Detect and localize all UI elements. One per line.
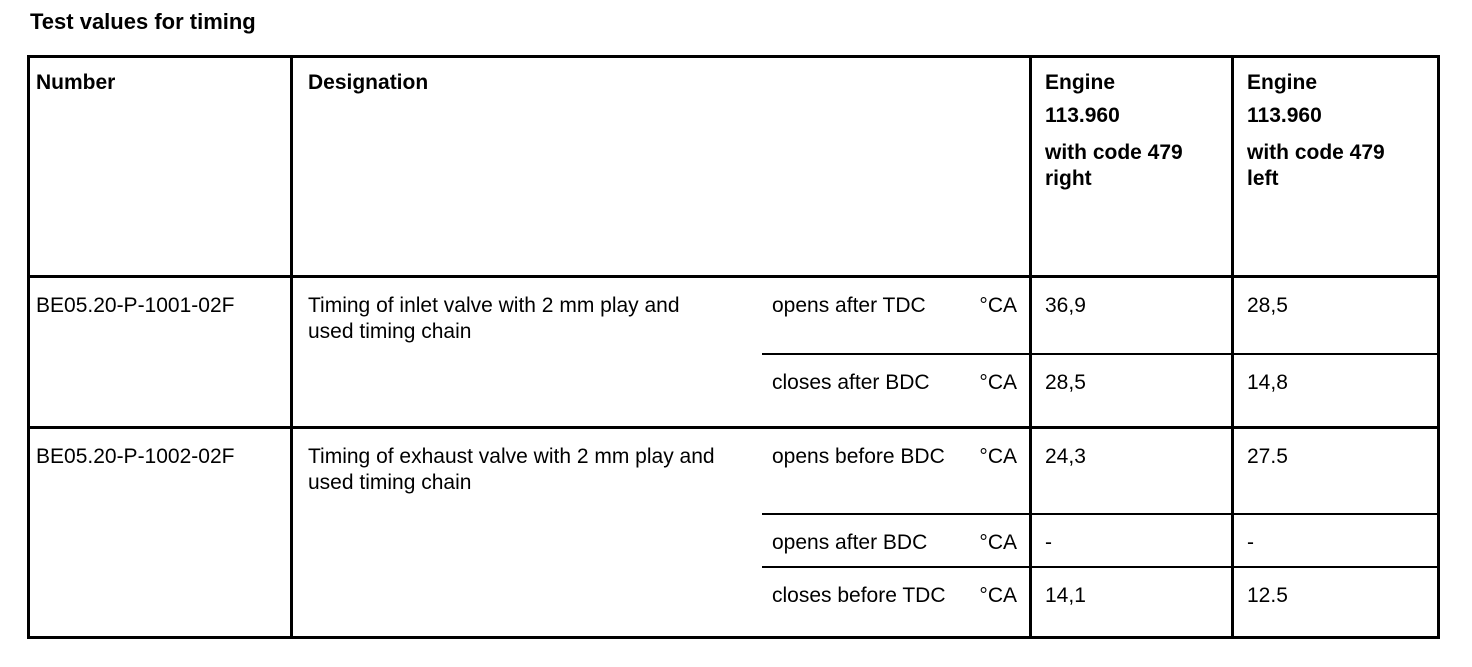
spec-condition-cell: opens before BDC °CA: [762, 426, 1032, 513]
value-engine-left: 12.5: [1234, 566, 1437, 636]
value-engine-right: 28,5: [1032, 353, 1234, 426]
value-engine-right: 24,3: [1032, 426, 1234, 513]
value-engine-right: 14,1: [1032, 566, 1234, 636]
value-engine-left: 28,5: [1247, 294, 1288, 317]
engine-header-line: left: [1247, 167, 1279, 190]
spec-condition-cell: opens after TDC °CA: [762, 278, 1032, 353]
row-number: BE05.20-P-1002-02F: [30, 426, 293, 636]
row-number: BE05.20-P-1001-02F: [30, 278, 293, 426]
timing-values-table: Number Designation Engine 113.960 with c…: [27, 55, 1440, 639]
column-header-engine-right: Engine 113.960 with code 479 right: [1032, 58, 1234, 278]
condition-label: closes after BDC: [772, 371, 930, 394]
value-engine-left: 27.5: [1234, 426, 1437, 513]
engine-header-line: Engine: [1247, 71, 1318, 94]
document-page: Test values for timing Number Designatio…: [0, 9, 1472, 639]
spec-condition-cell: closes before TDC °CA: [762, 566, 1032, 636]
engine-header-line: 113.960: [1045, 104, 1120, 127]
unit-label: °CA: [979, 445, 1017, 468]
unit-label: °CA: [979, 584, 1017, 607]
value-engine-right: 36,9: [1032, 278, 1234, 353]
column-header-number: Number: [30, 58, 293, 278]
unit-label: °CA: [979, 371, 1017, 394]
spec-condition-cell: closes after BDC °CA: [762, 353, 1032, 426]
column-header-designation: Designation: [293, 58, 1032, 278]
page-title: Test values for timing: [30, 9, 256, 34]
engine-header-line: with code 479: [1045, 141, 1183, 164]
engine-header-line: Engine: [1045, 71, 1116, 94]
condition-label: opens before BDC: [772, 445, 945, 468]
row-designation: Timing of inlet valve with 2 mm play and…: [308, 294, 680, 343]
row-designation: Timing of exhaust valve with 2 mm play a…: [293, 426, 762, 636]
condition-label: closes before TDC: [772, 584, 946, 607]
value-engine-left: -: [1234, 513, 1437, 566]
engine-header-line: right: [1045, 167, 1092, 190]
spec-condition-cell: opens after BDC °CA: [762, 513, 1032, 566]
unit-label: °CA: [979, 294, 1017, 317]
value-engine-left: 14,8: [1234, 353, 1437, 426]
condition-label: opens after TDC: [772, 294, 926, 317]
value-engine-right: -: [1032, 513, 1234, 566]
unit-label: °CA: [979, 531, 1017, 554]
engine-header-line: 113.960: [1247, 104, 1322, 127]
column-header-engine-left: Engine 113.960 with code 479 left: [1234, 58, 1437, 278]
condition-label: opens after BDC: [772, 531, 928, 554]
engine-header-line: with code 479: [1247, 141, 1385, 164]
